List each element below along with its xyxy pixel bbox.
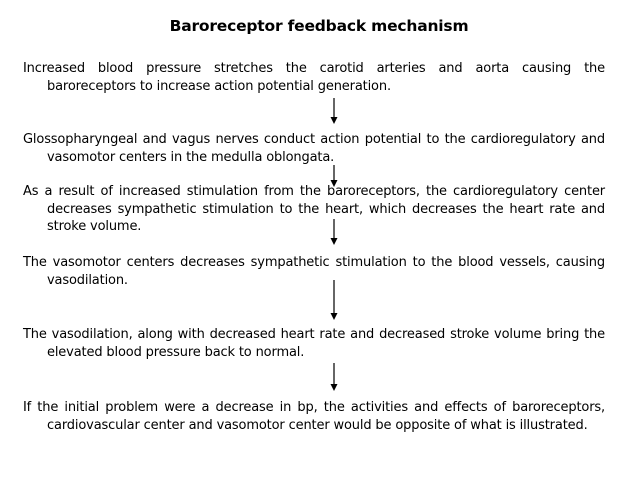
- paragraph-3: As a result of increased stimulation fro…: [23, 184, 605, 234]
- down-arrow-icon: [329, 363, 338, 391]
- paragraph-6: If the initial problem were a decrease i…: [23, 400, 605, 433]
- down-arrow-icon: [329, 219, 338, 245]
- paragraph-5: The vasodilation, along with decreased h…: [23, 327, 605, 360]
- down-arrow-icon: [329, 280, 338, 320]
- down-arrow-icon: [329, 165, 338, 187]
- paragraph-2: Glossopharyngeal and vagus nerves conduc…: [23, 132, 605, 165]
- slide-title: Baroreceptor feedback mechanism: [169, 17, 469, 35]
- paragraph-4: The vasomotor centers decreases sympathe…: [23, 255, 605, 288]
- down-arrow-icon: [329, 98, 338, 124]
- paragraph-1: Increased blood pressure stretches the c…: [23, 61, 605, 94]
